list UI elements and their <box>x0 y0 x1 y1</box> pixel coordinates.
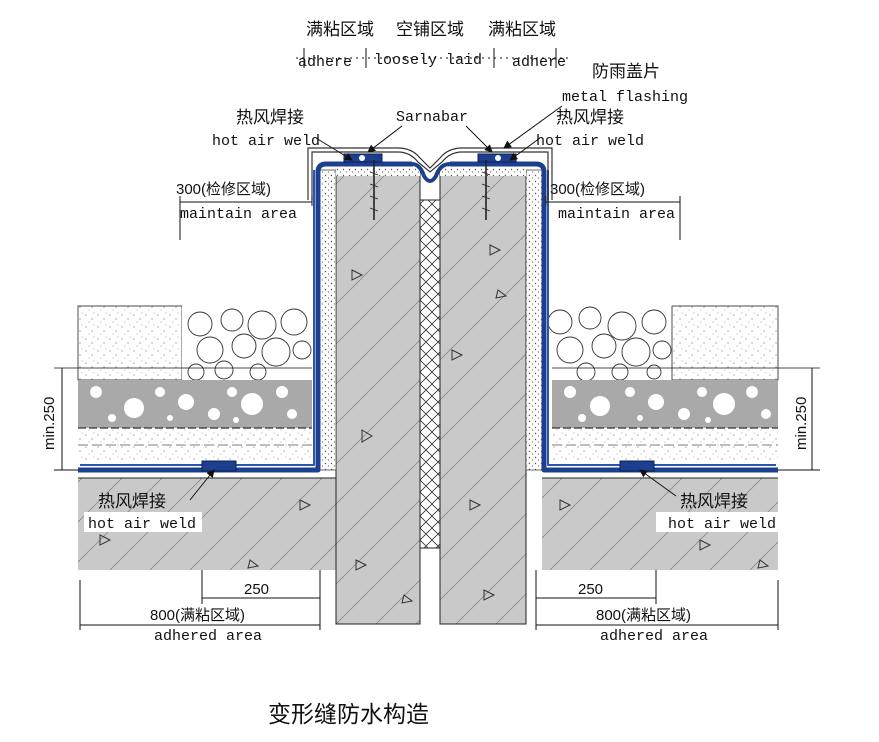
dim-250-right: 250 <box>578 581 603 598</box>
sarnabar <box>343 153 517 163</box>
weld-en-bottom-left: hot air weld <box>88 516 196 533</box>
weld-en-bottom-right: hot air weld <box>668 516 776 533</box>
weld-cn-top-right: 热风焊接 <box>556 108 624 128</box>
top-loose-cn: 空铺区域 <box>396 20 464 40</box>
bottom-dimension-right <box>535 570 779 630</box>
min-height-dimension-left <box>54 367 312 471</box>
dim-250-left: 250 <box>244 581 269 598</box>
weld-cn-bottom-right: 热风焊接 <box>680 492 748 512</box>
maintain-cn-left: 300(检修区域) <box>176 181 271 198</box>
weld-strip-left <box>201 460 237 472</box>
top-adhere-cn-left: 满粘区域 <box>306 20 374 40</box>
adhered-cn-left: 800(满粘区域) <box>150 607 245 624</box>
maintain-en-right: maintain area <box>558 206 675 223</box>
top-adhere-en-right: adhere <box>512 54 566 71</box>
flashing-cn-label: 防雨盖片 <box>592 62 660 82</box>
adhered-cn-right: 800(满粘区域) <box>596 607 691 624</box>
concrete-upstand-right <box>439 171 527 625</box>
maintain-cn-right: 300(检修区域) <box>550 181 645 198</box>
top-adhere-cn-right: 满粘区域 <box>488 20 556 40</box>
mortar-skim <box>317 164 545 471</box>
weld-en-top-right: hot air weld <box>536 133 644 150</box>
roof-buildup-right <box>547 305 779 462</box>
joint-filler <box>419 199 441 549</box>
min-height-dimension-right <box>552 367 820 471</box>
bottom-dimension-left <box>79 570 321 630</box>
top-adhere-en-left: adhere <box>298 54 352 71</box>
diagram-title: 变形缝防水构造 <box>268 702 429 728</box>
weld-cn-top-left: 热风焊接 <box>236 108 304 128</box>
weld-strip-right <box>619 460 655 472</box>
roof-buildup-left <box>77 305 312 462</box>
min-height-right: min.250 <box>793 397 810 450</box>
min-height-left: min.250 <box>41 397 58 450</box>
adhered-en-right: adhered area <box>600 628 708 645</box>
anchor-screws <box>369 160 491 220</box>
concrete-aggregate-marks <box>99 244 770 604</box>
maintain-dimension-right <box>545 196 681 240</box>
adhered-en-left: adhered area <box>154 628 262 645</box>
maintain-en-left: maintain area <box>180 206 297 223</box>
top-zone-dimension <box>296 48 570 68</box>
weld-en-top-left: hot air weld <box>212 133 320 150</box>
concrete-upstand-left <box>335 171 421 625</box>
waterproof-membrane <box>78 161 778 473</box>
flashing-en-label: metal flashing <box>562 89 688 106</box>
top-loose-en: loosely laid <box>374 52 482 69</box>
sarnabar-label: Sarnabar <box>396 109 468 126</box>
maintain-dimension-left <box>179 196 313 240</box>
metal-flashing <box>307 147 553 200</box>
weld-cn-bottom-left: 热风焊接 <box>98 492 166 512</box>
